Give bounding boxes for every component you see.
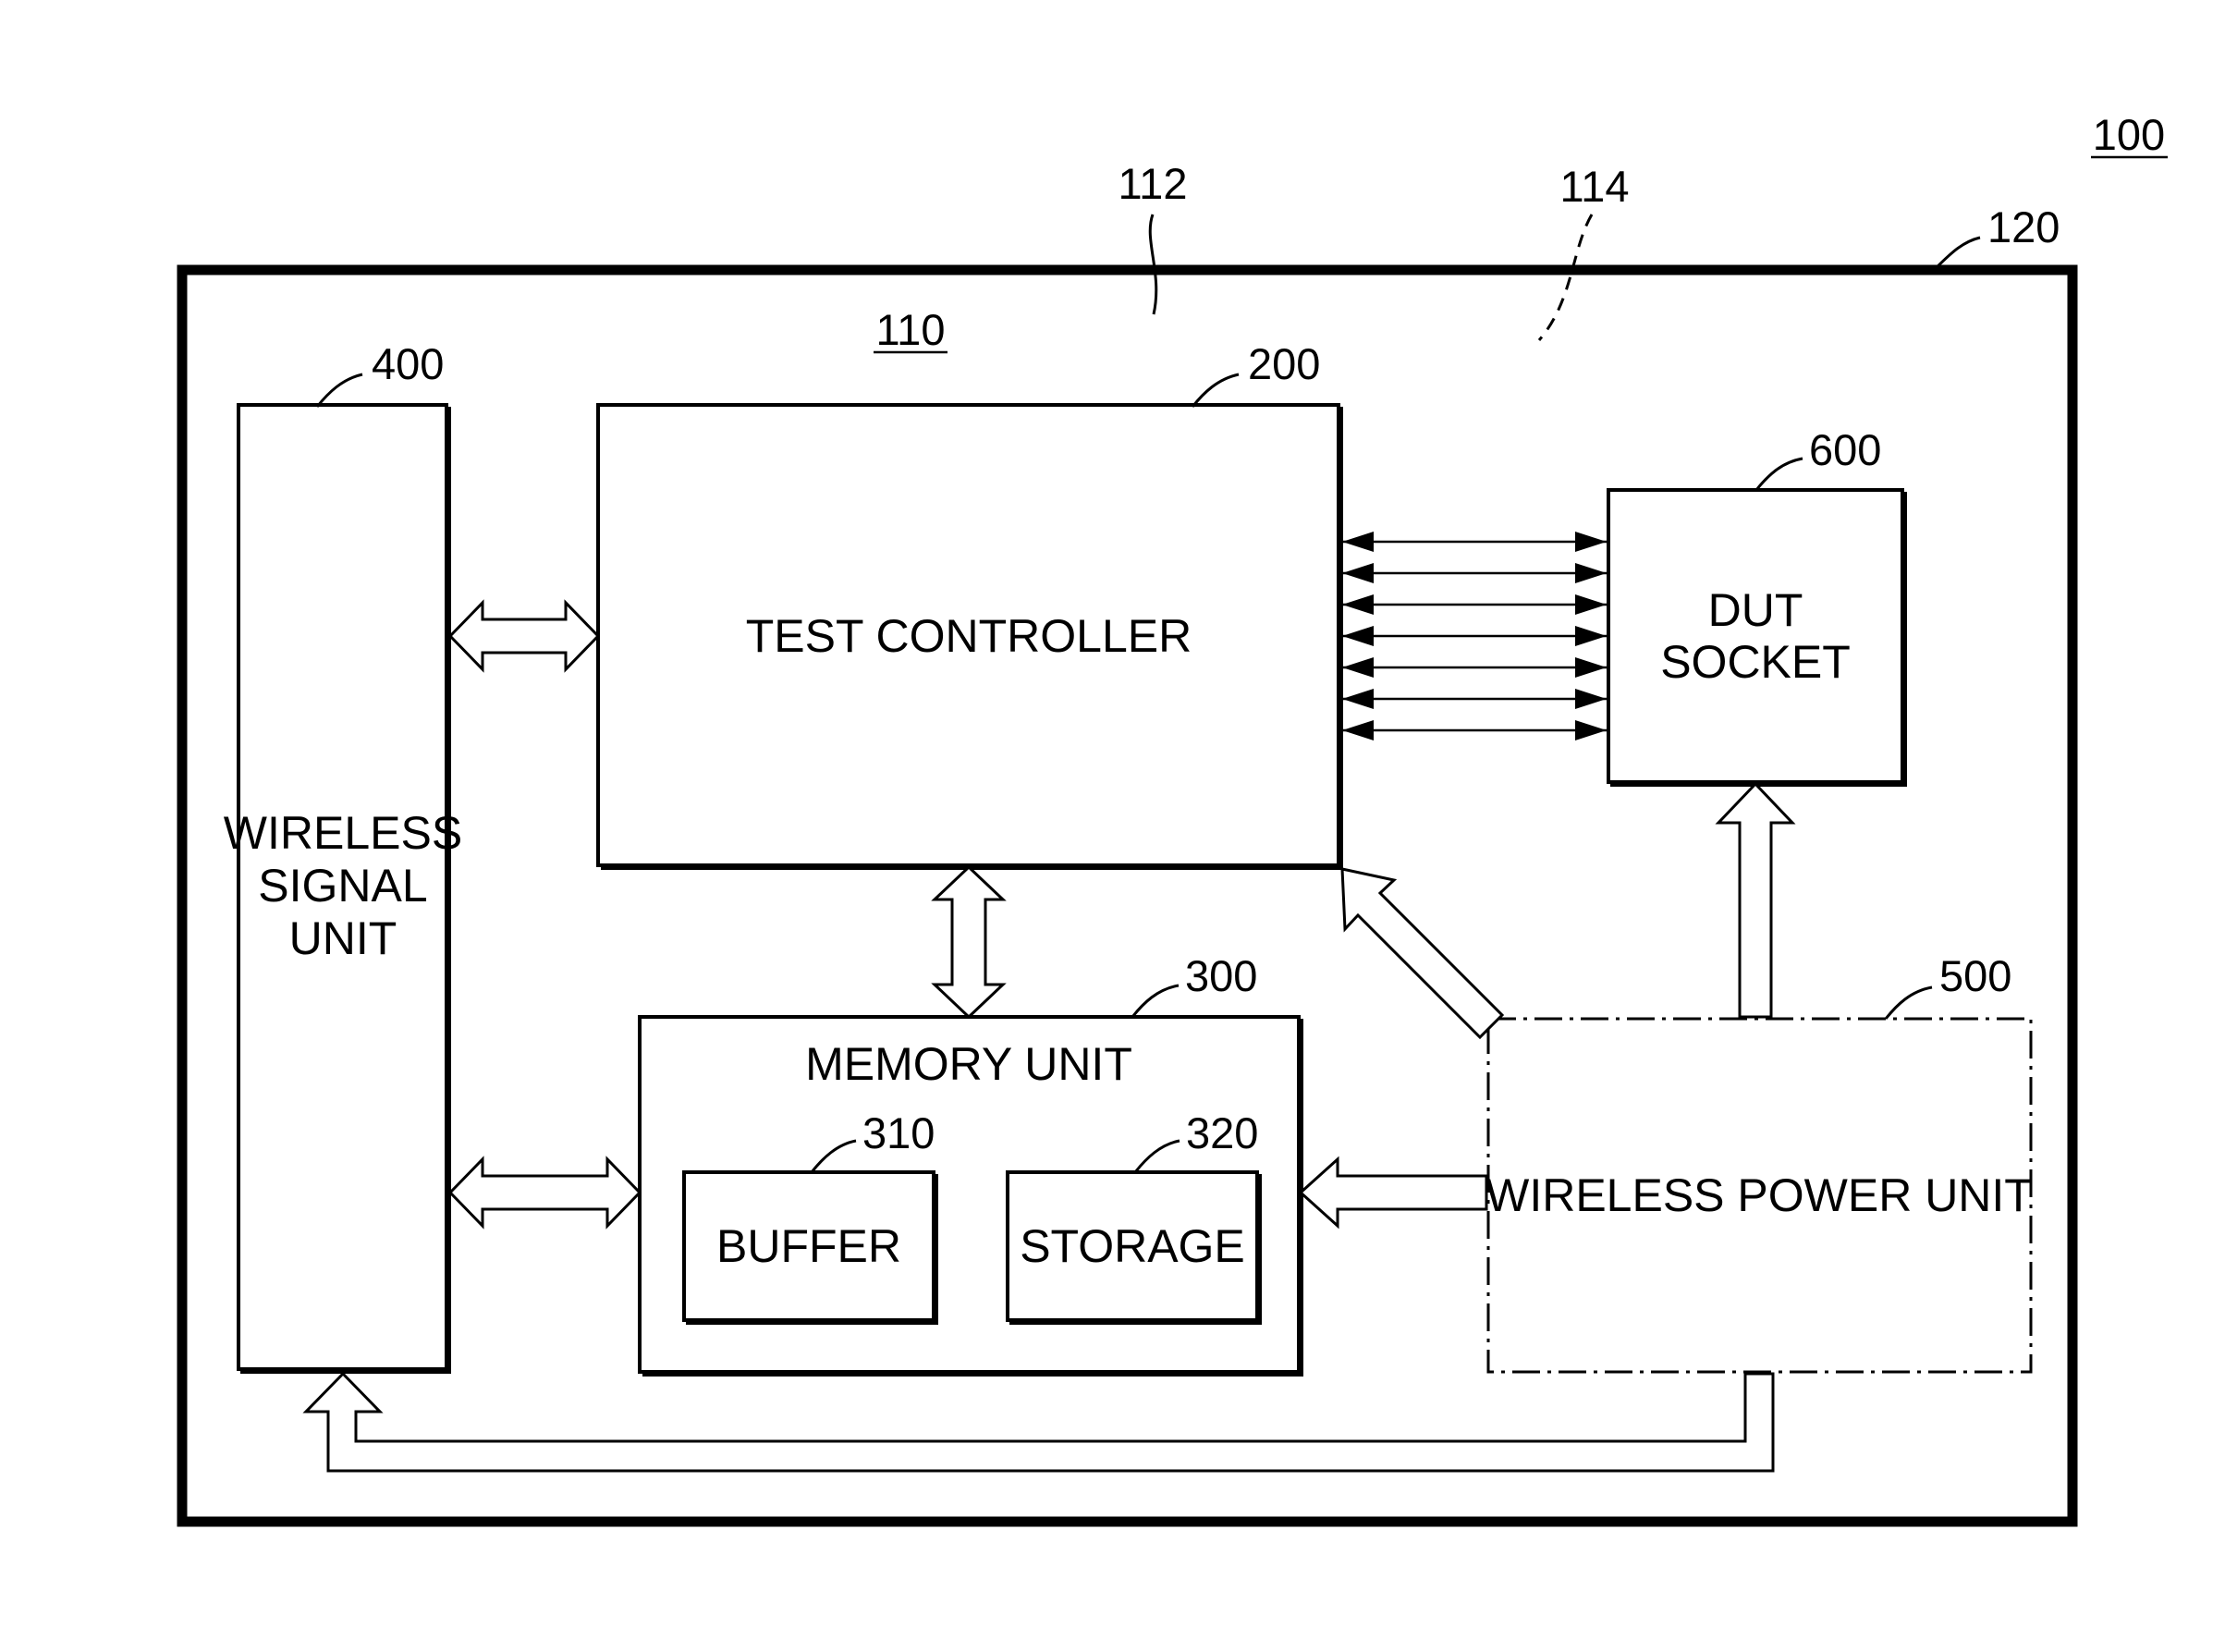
ref-114: 114 — [1560, 162, 1630, 211]
ref-400: 400 — [372, 339, 444, 388]
arrow-power-memory — [1301, 1159, 1486, 1226]
dut-socket-label-line2: SOCKET — [1660, 636, 1851, 688]
buffer-label: BUFFER — [716, 1220, 901, 1272]
ref-200: 200 — [1248, 339, 1320, 388]
arrow-power-socket — [1718, 784, 1792, 1017]
wireless-signal-unit-label-line1: WIRELESS — [224, 807, 462, 859]
ref-120: 120 — [1987, 202, 2060, 251]
leader-200 — [1192, 374, 1239, 407]
wireless-signal-unit-label-line2: SIGNAL — [258, 860, 427, 912]
leader-114 — [1539, 214, 1592, 340]
storage-label: STORAGE — [1020, 1220, 1245, 1272]
ref-310: 310 — [862, 1108, 935, 1157]
ref-500: 500 — [1939, 951, 2011, 1000]
memory-unit-label: MEMORY UNIT — [805, 1038, 1132, 1090]
arrow-power-controller — [1342, 869, 1502, 1037]
ref-112: 112 — [1119, 159, 1188, 208]
test-controller-label: TEST CONTROLLER — [746, 610, 1192, 662]
arrow-signal-controller — [450, 603, 598, 669]
controller-socket-signal-lines — [1342, 542, 1607, 730]
leader-400 — [317, 374, 362, 407]
figure-number: 100 — [2093, 110, 2165, 159]
ref-300: 300 — [1185, 951, 1257, 1000]
arrow-controller-memory — [935, 867, 1003, 1017]
arrow-power-signal-return — [306, 1374, 1773, 1471]
ref-110: 110 — [876, 305, 946, 354]
wireless-power-unit-label: WIRELESS POWER UNIT — [1485, 1169, 2033, 1221]
dut-socket-label-line1: DUT — [1708, 584, 1803, 636]
leader-112 — [1150, 214, 1156, 314]
leader-300 — [1132, 985, 1179, 1017]
ref-600: 600 — [1809, 425, 1881, 474]
ref-320: 320 — [1186, 1108, 1258, 1157]
wireless-signal-unit-label-line3: UNIT — [289, 912, 397, 964]
leader-600 — [1756, 459, 1803, 490]
arrow-signal-memory — [450, 1159, 640, 1226]
leader-500 — [1886, 987, 1932, 1019]
